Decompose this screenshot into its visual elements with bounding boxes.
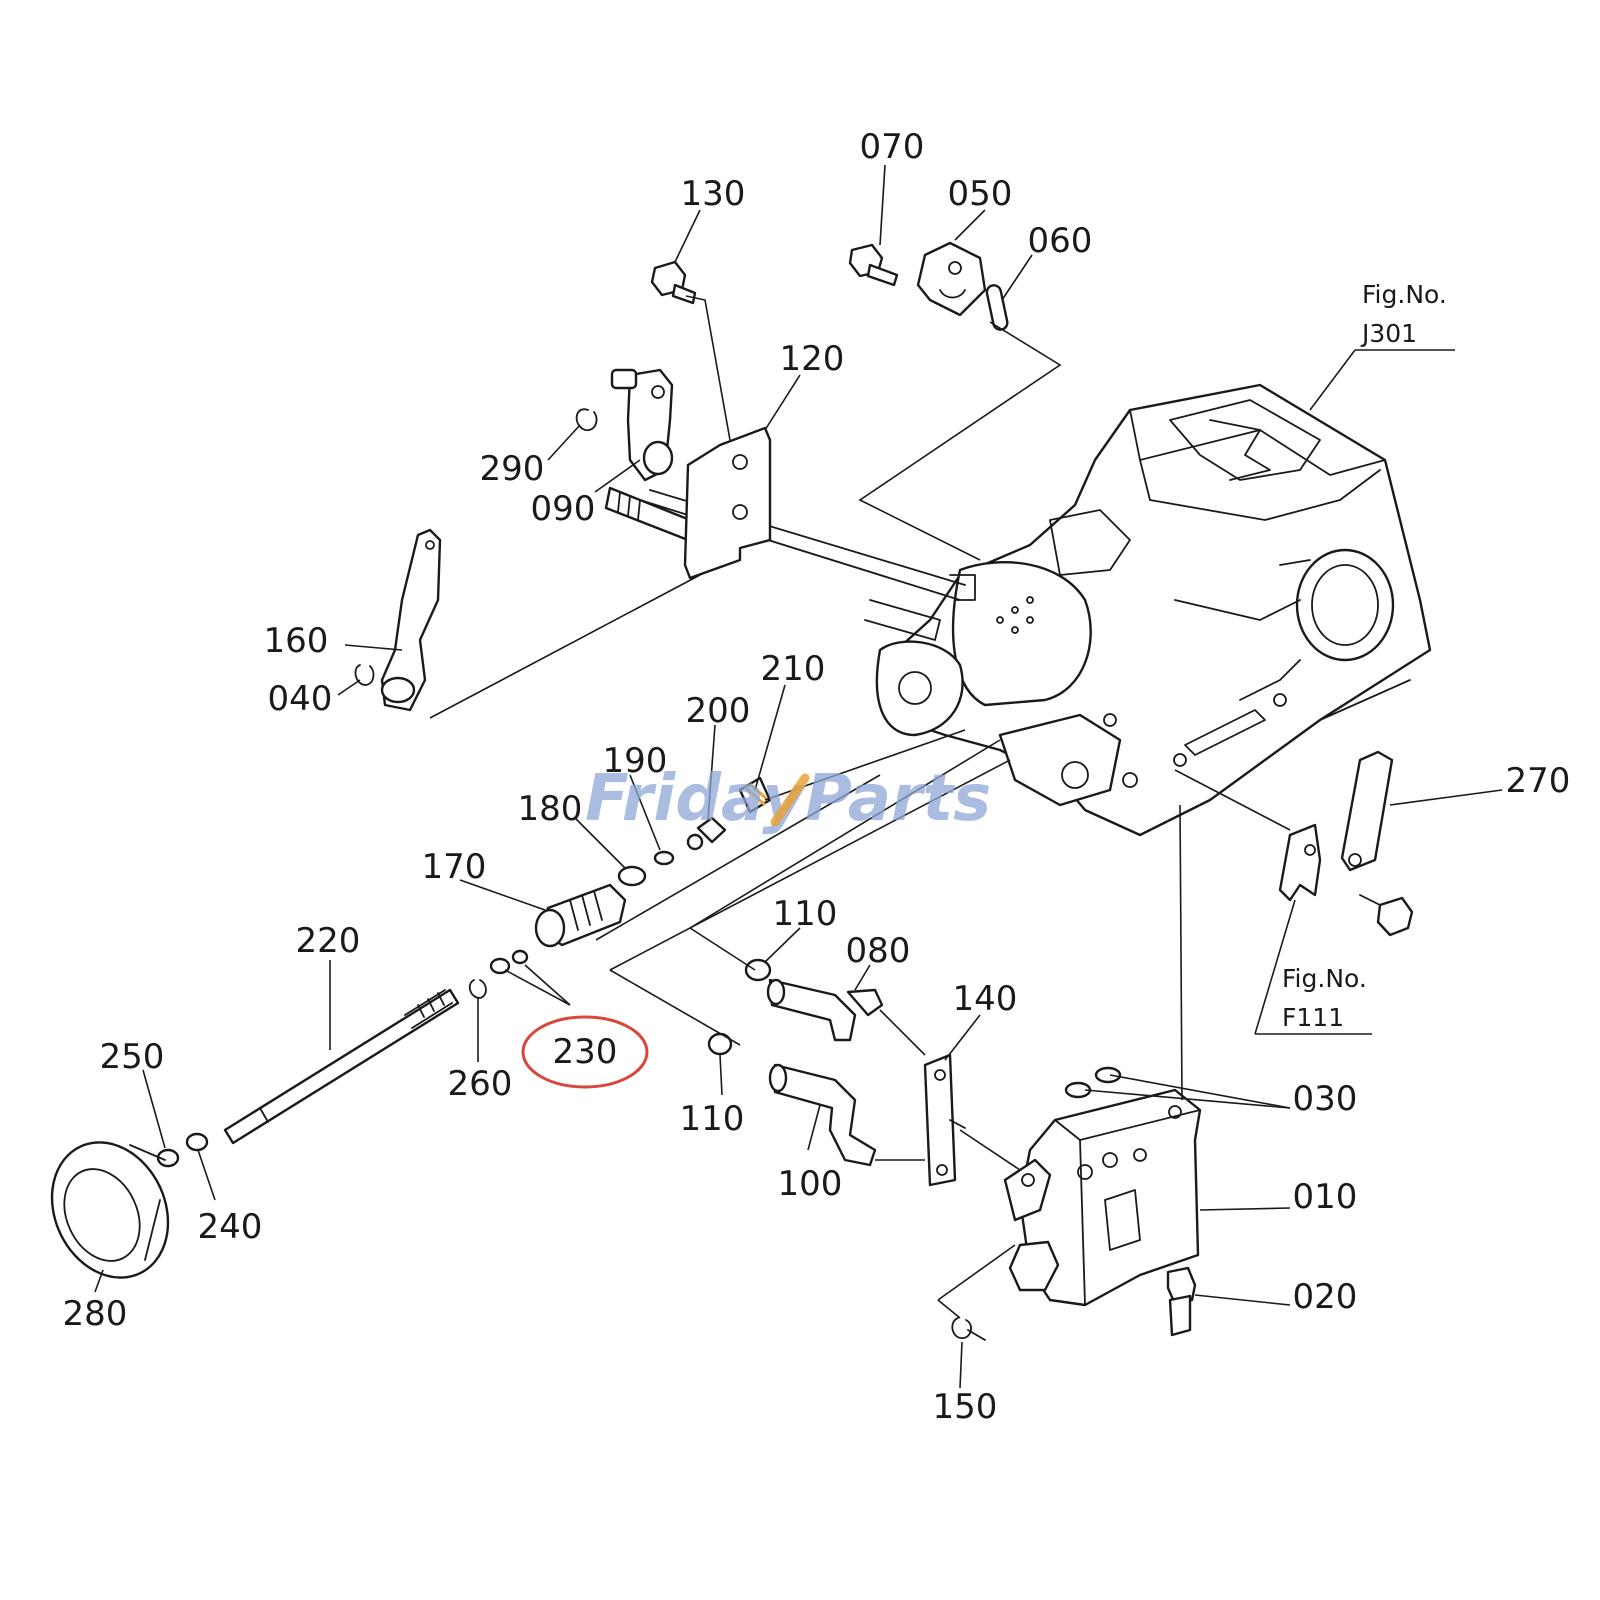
part-label: 200 <box>686 691 751 731</box>
fig-ref-j301: Fig.No. J301 <box>1360 280 1447 348</box>
part-label: 100 <box>778 1164 843 1204</box>
part-label: 240 <box>198 1207 263 1247</box>
part-label: 150 <box>933 1387 998 1427</box>
part-label: 130 <box>681 174 746 214</box>
lever-270-assembly <box>1278 750 1414 937</box>
part-label: 190 <box>603 741 668 781</box>
fig-ref-caption: Fig.No. <box>1282 964 1367 993</box>
leader-lines <box>429 295 1291 1319</box>
watermark-text-2: Parts <box>805 762 991 836</box>
part-label: 080 <box>846 931 911 971</box>
part-label: 290 <box>480 449 545 489</box>
part-label: 250 <box>100 1037 165 1077</box>
transmission-housing <box>875 383 1432 837</box>
part-labels: 070 050 060 130 120 290 090 160 040 210 … <box>63 127 1571 1427</box>
part-label: 160 <box>264 621 329 661</box>
fig-ref-number: J301 <box>1360 319 1417 348</box>
watermark: Friday Parts <box>585 762 991 836</box>
part-label: 060 <box>1028 221 1093 261</box>
part-label: 010 <box>1293 1177 1358 1217</box>
part-label: 210 <box>761 649 826 689</box>
watermark-slash <box>770 773 810 827</box>
part-label: 110 <box>680 1099 745 1139</box>
part-label: 180 <box>518 789 583 829</box>
callout-lines <box>94 164 1503 1389</box>
part-label: 020 <box>1293 1277 1358 1317</box>
part-label: 050 <box>948 174 1013 214</box>
fig-ref-f111: Fig.No. F111 <box>1282 964 1367 1032</box>
part-label: 070 <box>860 127 925 167</box>
spool-assembly <box>50 776 772 1279</box>
part-label-highlighted: 230 <box>553 1032 618 1072</box>
bracket-assembly <box>848 241 1009 331</box>
part-label: 260 <box>448 1064 513 1104</box>
part-label: 270 <box>1506 761 1571 801</box>
part-label: 030 <box>1293 1079 1358 1119</box>
part-label: 220 <box>296 921 361 961</box>
watermark-text-1: Friday <box>585 762 806 836</box>
highlight-circle-230 <box>521 1015 649 1089</box>
part-label: 170 <box>422 847 487 887</box>
part-label: 090 <box>531 489 596 529</box>
fig-ref-caption: Fig.No. <box>1362 280 1447 309</box>
fig-ref-number: F111 <box>1282 1003 1344 1032</box>
part-label: 280 <box>63 1294 128 1334</box>
part-label: 040 <box>268 679 333 719</box>
lower-valve-assembly <box>707 958 1202 1341</box>
part-label: 140 <box>953 979 1018 1019</box>
part-label: 110 <box>773 894 838 934</box>
part-label: 120 <box>780 339 845 379</box>
upper-shaft-assembly <box>354 260 966 712</box>
